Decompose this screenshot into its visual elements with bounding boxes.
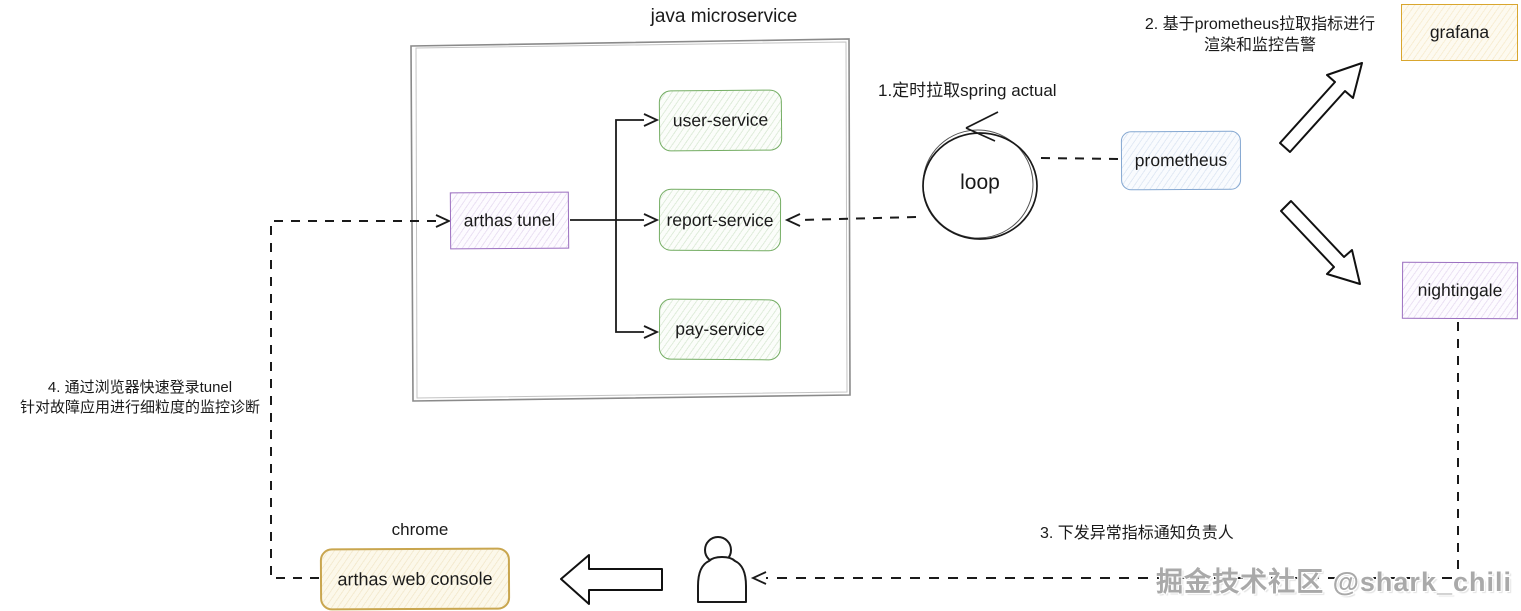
loop-circle-sketch-stroke: [922, 129, 1034, 239]
big-arrow-up-right-icon: [1279, 62, 1363, 153]
annotation-step1: 1.定时拉取spring actual: [878, 81, 1057, 100]
annotation-step4: 4. 通过浏览器快速登录tunel 针对故障应用进行细粒度的监控诊断: [18, 378, 262, 418]
annotation-step4-line1: 4. 通过浏览器快速登录tunel: [47, 379, 233, 396]
big-arrow-left-icon: [560, 554, 663, 605]
annotation-step2-line1: 2. 基于prometheus拉取指标进行: [1144, 16, 1376, 33]
prometheus-label: prometheus: [1134, 149, 1228, 171]
grafana-node: grafana: [1401, 4, 1518, 61]
tunel-to-services-connector: [570, 119, 644, 333]
arrowhead-into-tunel-icon: [435, 214, 452, 228]
arthas-tunel-node: arthas tunel: [449, 191, 570, 250]
arrowhead-into-report-icon: [784, 213, 801, 227]
arrowhead-into-person-icon: [750, 571, 767, 585]
arrowhead-pay-service-icon: [643, 325, 660, 339]
chrome-label: chrome: [391, 520, 449, 539]
user-service-node: user-service: [658, 89, 783, 152]
loop-rotation-arrow-icon: [965, 111, 999, 142]
report-service-node: report-service: [658, 188, 782, 252]
arthas-web-console-node: arthas web console: [319, 547, 511, 611]
loop-to-report-dashed-line: [799, 216, 917, 221]
microservice-container-box: [410, 38, 851, 402]
annotation-step2: 2. 基于prometheus拉取指标进行 渲染和监控告警: [1140, 14, 1380, 56]
container-title: java microservice: [650, 6, 798, 27]
prometheus-node: prometheus: [1120, 130, 1242, 191]
big-arrow-down-right-icon: [1280, 200, 1361, 285]
annotation-step3: 3. 下发异常指标通知负责人: [1040, 525, 1234, 542]
person-icon: [697, 536, 747, 603]
loop-to-prometheus-dashed-line: [1040, 157, 1120, 160]
pay-service-label: pay-service: [675, 318, 765, 340]
watermark: 掘金技术社区 @shark_chili: [1156, 567, 1512, 597]
report-service-label: report-service: [666, 209, 774, 230]
annotation-step4-line2: 针对故障应用进行细粒度的监控诊断: [19, 399, 260, 416]
arthas-tunel-label: arthas tunel: [463, 209, 556, 231]
microservice-container-box-inner: [415, 41, 848, 399]
console-to-tunel-dashed-line: [270, 220, 436, 579]
nightingale-node: nightingale: [1401, 261, 1519, 320]
loop-label: loop: [960, 171, 1000, 194]
user-service-label: user-service: [672, 109, 769, 131]
grafana-label: grafana: [1429, 22, 1490, 42]
annotation-step2-line2: 渲染和监控告警: [1203, 37, 1316, 54]
pay-service-node: pay-service: [658, 298, 782, 361]
arrowhead-user-service-icon: [643, 113, 660, 127]
arthas-web-console-label: arthas web console: [337, 568, 493, 589]
arrowhead-report-service-icon: [643, 213, 660, 227]
nightingale-label: nightingale: [1417, 279, 1503, 301]
